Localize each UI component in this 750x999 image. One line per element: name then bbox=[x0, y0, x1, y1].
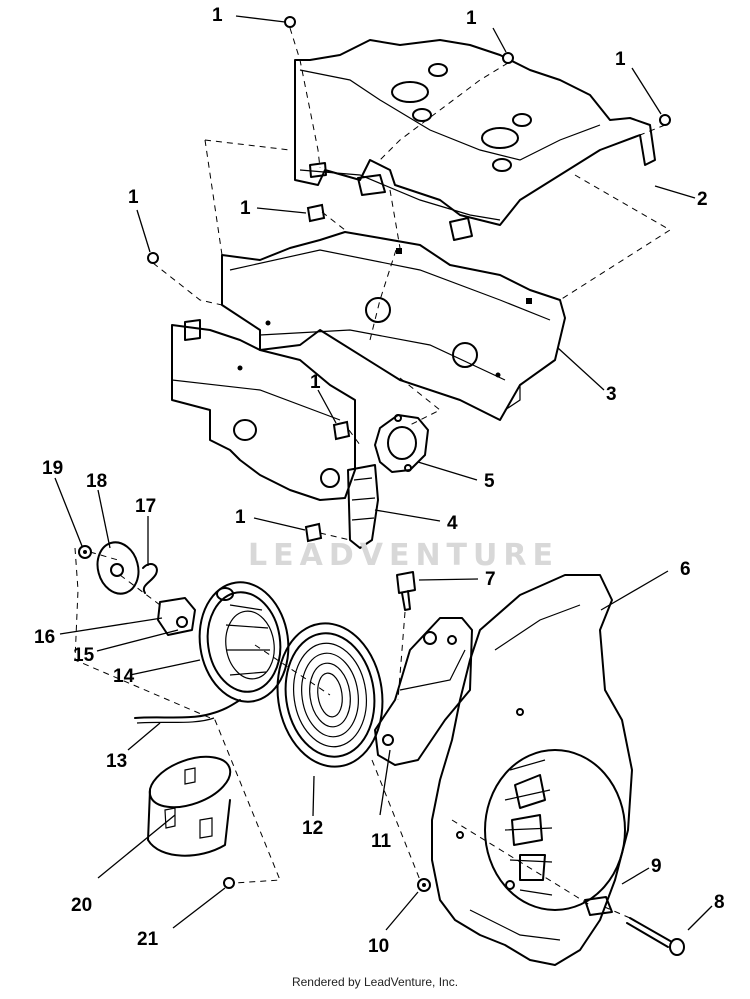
part-6-blower-housing bbox=[431, 574, 633, 966]
callout-6: 6 bbox=[680, 559, 691, 580]
callout-14: 14 bbox=[113, 666, 135, 687]
leader-lines bbox=[54, 15, 713, 931]
callout-15: 15 bbox=[73, 645, 95, 666]
callout-11: 11 bbox=[371, 831, 392, 852]
callout-1-lower: 1 bbox=[235, 507, 246, 528]
part-4-bracket bbox=[347, 464, 379, 549]
callout-13: 13 bbox=[106, 751, 128, 772]
part-11-mount-bracket bbox=[374, 617, 473, 766]
callout-4: 4 bbox=[447, 513, 458, 534]
callout-8: 8 bbox=[714, 892, 725, 913]
callout-12: 12 bbox=[302, 818, 324, 839]
footer-credit: Rendered by LeadVenture, Inc. bbox=[291, 975, 459, 989]
part-5-gasket bbox=[374, 414, 429, 473]
callout-1-top: 1 bbox=[212, 5, 223, 26]
callout-16: 16 bbox=[34, 627, 56, 648]
callout-10: 10 bbox=[368, 936, 390, 957]
callout-1-center: 1 bbox=[310, 372, 321, 393]
callout-7: 7 bbox=[485, 569, 496, 590]
part-13-starter-rope bbox=[134, 699, 241, 724]
part-15-16-17-pawl-assembly bbox=[142, 563, 196, 636]
part-9-clip bbox=[584, 896, 613, 916]
callout-1-top-right: 1 bbox=[466, 8, 477, 29]
part-8-bolt bbox=[626, 917, 685, 956]
part-21-screw bbox=[223, 877, 235, 889]
part-20-starter-cup bbox=[147, 755, 232, 857]
callout-20: 20 bbox=[71, 895, 93, 916]
callout-17: 17 bbox=[135, 496, 157, 517]
callout-18: 18 bbox=[86, 471, 108, 492]
callout-19: 19 bbox=[42, 458, 64, 479]
callout-1-mid: 1 bbox=[240, 198, 251, 219]
part-3-lower-shroud bbox=[171, 231, 566, 501]
part-10-nut bbox=[417, 878, 431, 892]
part-19-nut bbox=[78, 545, 92, 559]
part-12-recoil-spring bbox=[276, 622, 384, 768]
callout-21: 21 bbox=[137, 929, 159, 950]
callout-5: 5 bbox=[484, 471, 495, 492]
callout-9: 9 bbox=[651, 856, 662, 877]
alignment-lines bbox=[74, 27, 671, 919]
watermark: LEADVENTURE bbox=[248, 538, 559, 573]
callout-1-left: 1 bbox=[128, 187, 139, 208]
part-7-bolt bbox=[396, 571, 416, 611]
part-18-retainer-plate bbox=[96, 541, 140, 595]
callout-1-far-right: 1 bbox=[615, 49, 626, 70]
callout-3: 3 bbox=[606, 384, 617, 405]
callout-2: 2 bbox=[697, 189, 708, 210]
part-14-pulley bbox=[198, 581, 290, 703]
part-2-upper-shroud bbox=[294, 39, 656, 241]
